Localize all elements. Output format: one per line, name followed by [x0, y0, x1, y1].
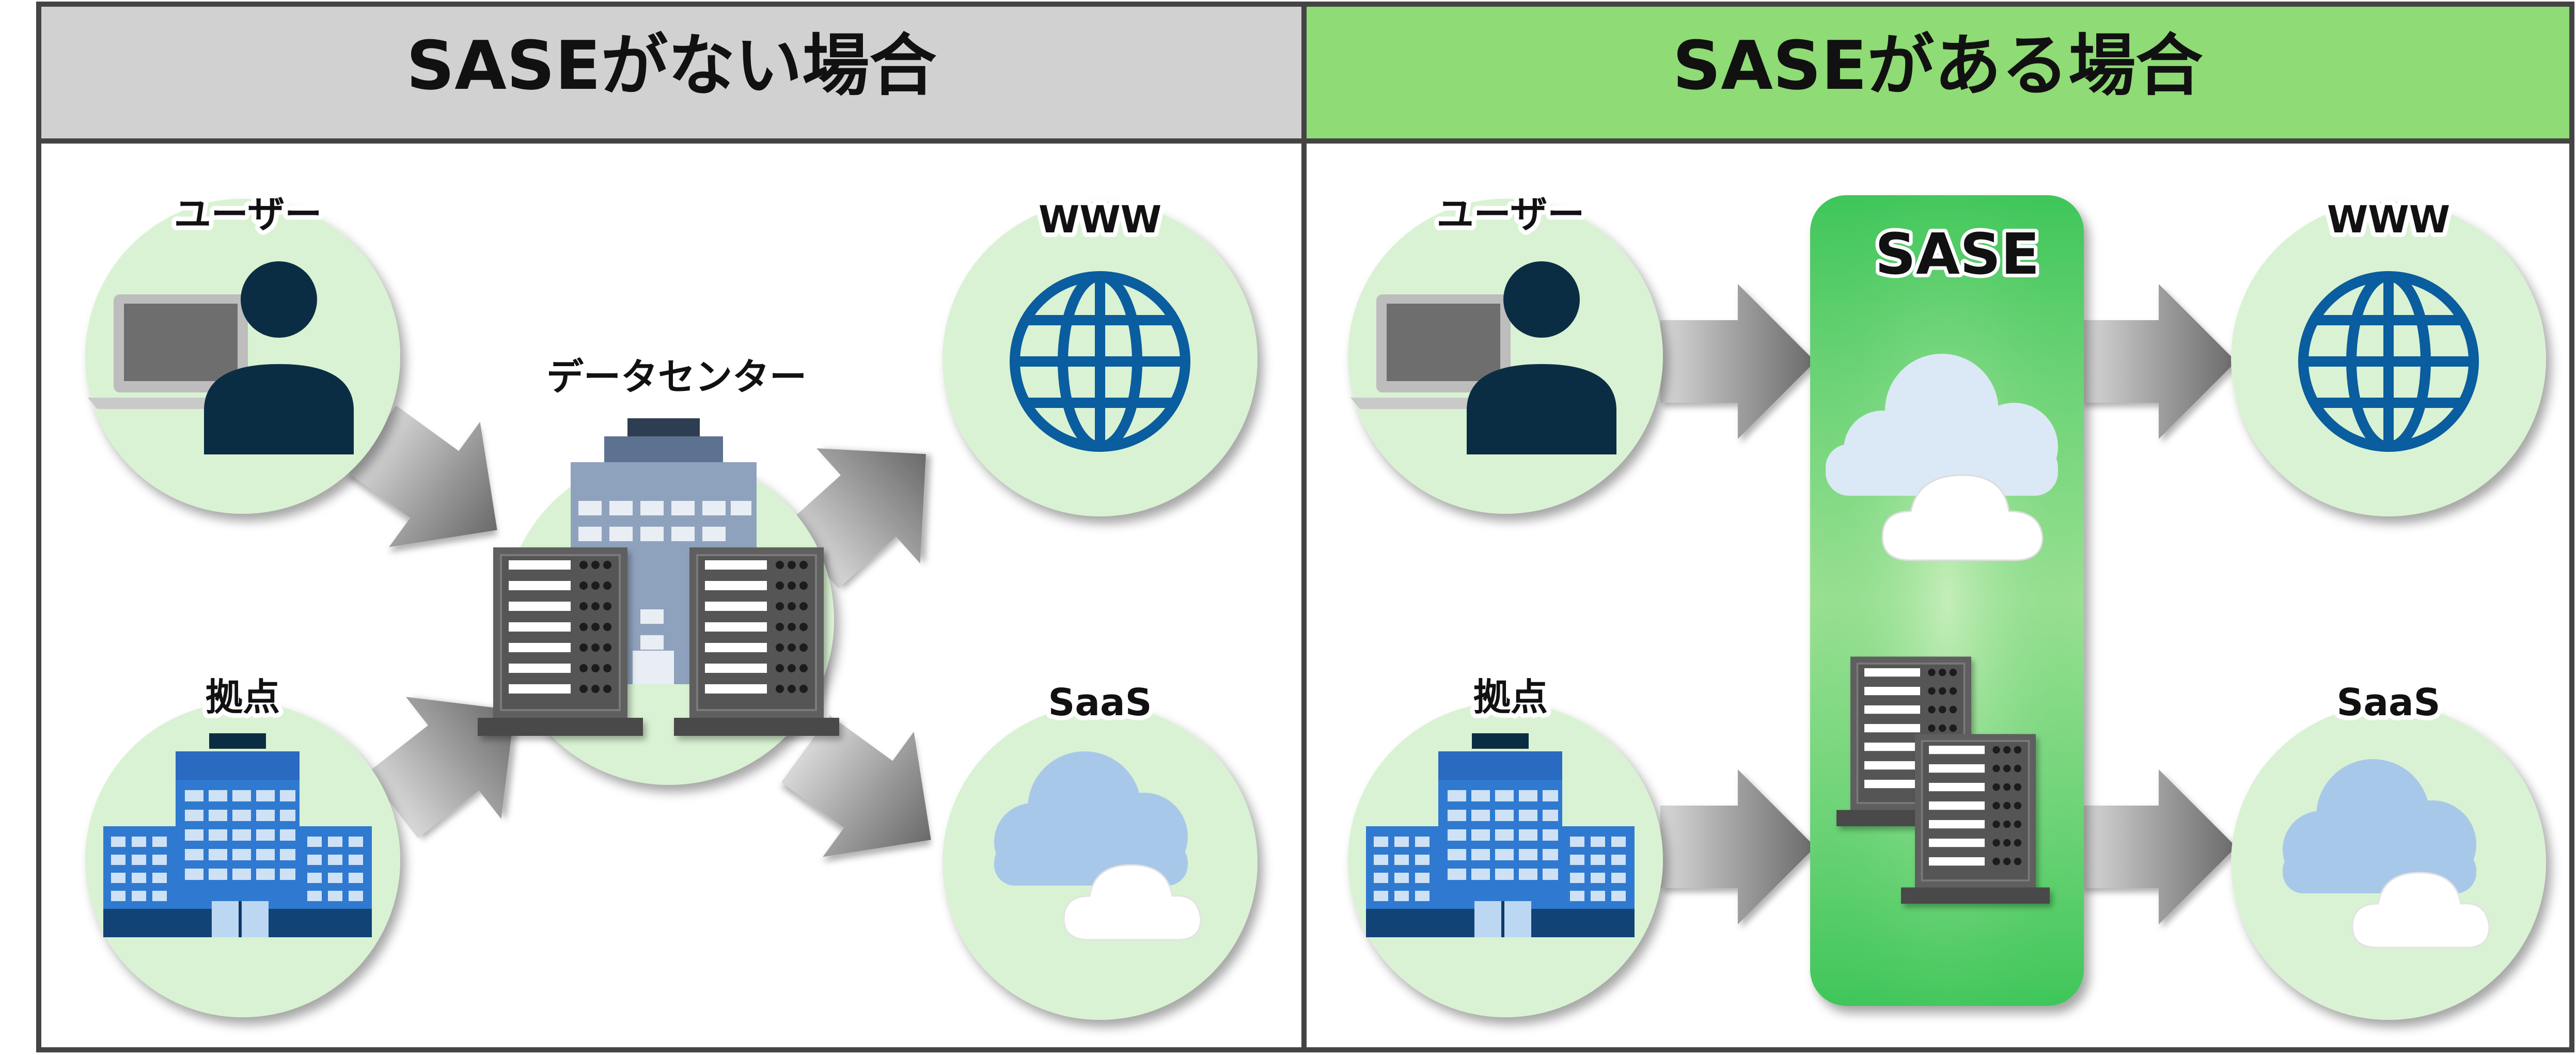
datacenter-server-right-icon — [673, 546, 840, 737]
header-with-sase — [1304, 4, 2572, 141]
label-saas-left: SaaS — [1048, 681, 1152, 724]
label-branch-left: 拠点 — [206, 675, 280, 719]
panel-borders — [36, 2, 2574, 1052]
datacenter-server-left-icon — [477, 546, 644, 737]
sase-cloud-icon — [1826, 354, 2058, 561]
header-without-sase — [39, 4, 1304, 141]
label-www-left: WWW — [1039, 198, 1161, 241]
node-user-left: ユーザー — [85, 188, 400, 514]
node-user-right: ユーザー — [1348, 188, 1663, 514]
node-branch-left: 拠点 — [85, 671, 400, 1017]
sase-server-front-icon — [1900, 733, 2051, 905]
panel-title-with: SASEがある場合 — [1673, 26, 2203, 105]
label-sase: SASE — [1875, 221, 2040, 287]
label-datacenter: データセンター — [546, 355, 807, 399]
node-www-left: WWW — [943, 193, 1258, 516]
node-datacenter: データセンター — [477, 351, 840, 785]
node-www-right: WWW — [2231, 193, 2546, 516]
node-sase: SASE — [1810, 195, 2084, 1006]
node-saas-right: SaaS — [2231, 676, 2546, 1020]
globe-icon-right — [2303, 276, 2474, 447]
label-saas-right: SaaS — [2337, 681, 2441, 724]
globe-icon — [1015, 276, 1185, 447]
panel-title-without: SASEがない場合 — [406, 26, 937, 105]
label-user-left: ユーザー — [174, 193, 322, 236]
node-branch-right: 拠点 — [1348, 671, 1663, 1017]
node-saas-left: SaaS — [943, 676, 1258, 1020]
label-www-right: WWW — [2327, 198, 2450, 241]
label-branch-right: 拠点 — [1473, 675, 1548, 719]
label-user-right: ユーザー — [1437, 193, 1585, 236]
